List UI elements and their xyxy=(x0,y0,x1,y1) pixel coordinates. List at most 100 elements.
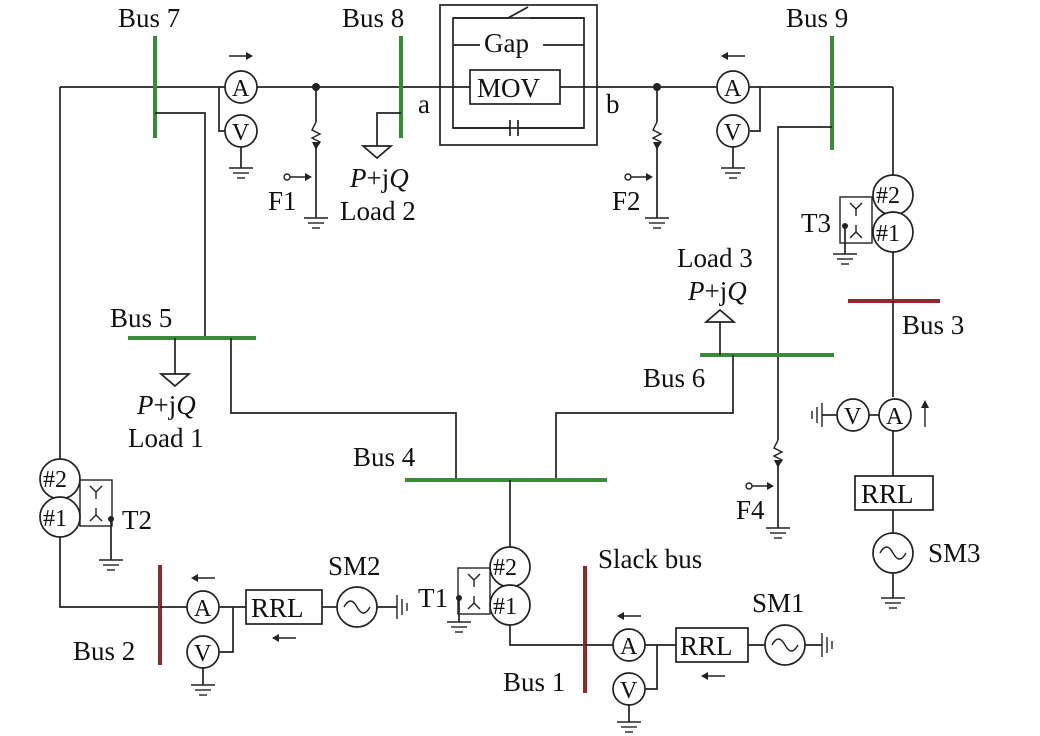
bus-3-label: Bus 3 xyxy=(902,310,964,340)
gap-label: Gap xyxy=(484,28,529,58)
bus1-voltmeter: V xyxy=(612,672,646,706)
sm3-ground-icon xyxy=(880,597,906,609)
sm3-rrl-label: RRL xyxy=(861,479,914,509)
bus-9-label: Bus 9 xyxy=(786,3,848,33)
bus3-voltmeter-ground-icon xyxy=(811,402,823,428)
sm3-generator-icon xyxy=(872,532,914,574)
bus7-ammeter: A xyxy=(224,70,258,104)
bus7-voltmeter-ground-icon xyxy=(228,167,254,179)
svg-text:A: A xyxy=(620,634,638,660)
bus-1-label: Bus 1 xyxy=(503,667,565,697)
t3-wye-low-icon xyxy=(849,224,863,239)
bus3-ammeter: A xyxy=(878,398,912,432)
load-2-label: Load 2 xyxy=(340,196,416,226)
bus-4-label: Bus 4 xyxy=(353,442,416,472)
bus3-voltmeter: V xyxy=(836,398,870,432)
t1-label: T1 xyxy=(418,583,448,613)
series-compensator: Gap MOV xyxy=(439,4,598,146)
t3-ground-icon xyxy=(832,253,858,265)
svg-text:A: A xyxy=(232,76,250,102)
node-b-label: b xyxy=(606,89,620,119)
bus1-ammeter: A xyxy=(612,628,646,662)
f2-switch-icon xyxy=(624,173,632,181)
sm1-label: SM1 xyxy=(752,588,805,618)
sm2-ground-icon xyxy=(396,594,408,620)
f4-label: F4 xyxy=(736,495,765,525)
bus1-voltmeter-ground-icon xyxy=(616,721,642,733)
bus1-current-arrow xyxy=(616,611,642,621)
bus-5-label: Bus 5 xyxy=(110,303,172,333)
bus-2-label: Bus 2 xyxy=(73,636,135,666)
bus-7-label: Bus 7 xyxy=(118,3,180,33)
t3-wye-icon xyxy=(849,202,863,217)
load-2-arrow-icon xyxy=(360,145,394,160)
load-3-label: Load 3 xyxy=(677,243,753,273)
bus2-voltmeter-ground-icon xyxy=(190,684,216,696)
t1-wye-low-icon xyxy=(467,595,481,610)
bus9-ammeter: A xyxy=(716,70,750,104)
bus2-current-arrow xyxy=(190,573,216,583)
sm1-ground-icon xyxy=(821,632,833,658)
t2-wye-icon xyxy=(89,485,103,500)
bus7-voltmeter: V xyxy=(224,114,258,148)
sm1-generator-icon xyxy=(764,624,806,666)
svg-text:#2: #2 xyxy=(493,555,517,581)
f1-ground-icon xyxy=(303,217,329,229)
svg-text:#1: #1 xyxy=(493,594,517,620)
sm1-rrl-label: RRL xyxy=(680,631,733,661)
svg-text:V: V xyxy=(844,404,862,430)
svg-text:#2: #2 xyxy=(876,183,900,209)
f4-switch-icon xyxy=(745,482,753,490)
load-1-arrow-icon xyxy=(158,373,192,388)
f2-ground-icon xyxy=(644,217,670,229)
t1-transformer: #2 #1 xyxy=(489,546,531,626)
f2-label: F2 xyxy=(612,186,641,216)
node-a-label: a xyxy=(418,89,430,119)
t2-transformer: #2 #1 xyxy=(39,458,81,538)
svg-text:A: A xyxy=(194,596,212,622)
load-3-pq: P+jQ xyxy=(687,276,747,306)
slack-bus-label: Slack bus xyxy=(598,544,702,574)
sm3-rrl-box xyxy=(854,475,934,511)
load-2-pq: P+jQ xyxy=(349,163,409,193)
bus9-current-arrow xyxy=(720,51,746,61)
bus7-current-arrow xyxy=(228,51,254,61)
bus-8-label: Bus 8 xyxy=(342,3,404,33)
load-3-arrow-icon xyxy=(703,308,737,323)
bus9-voltmeter-ground-icon xyxy=(720,167,746,179)
sm2-label: SM2 xyxy=(328,551,381,581)
f1-switch-icon xyxy=(283,173,291,181)
t2-wye-low-icon xyxy=(89,507,103,522)
svg-text:V: V xyxy=(194,641,212,667)
bus3-current-arrow xyxy=(921,400,929,408)
sm2-generator-icon xyxy=(336,586,378,628)
svg-text:V: V xyxy=(724,120,742,146)
bus2-ammeter: A xyxy=(186,590,220,624)
sm2-rrl-label: RRL xyxy=(251,593,304,623)
t3-transformer: #2 #1 xyxy=(872,174,914,253)
svg-text:#2: #2 xyxy=(43,467,67,493)
load-1-pq: P+jQ xyxy=(136,390,196,420)
f4-ground-icon xyxy=(765,527,791,539)
svg-text:#1: #1 xyxy=(43,506,67,532)
svg-text:#1: #1 xyxy=(876,221,900,247)
svg-text:A: A xyxy=(886,404,904,430)
f1-label: F1 xyxy=(268,186,297,216)
load-1-label: Load 1 xyxy=(128,423,204,453)
mov-label: MOV xyxy=(477,73,541,103)
t3-label: T3 xyxy=(801,208,831,238)
svg-text:V: V xyxy=(620,678,638,704)
sm1-rrl-box xyxy=(675,627,749,663)
svg-text:A: A xyxy=(724,76,742,102)
t1-ground-icon xyxy=(446,621,472,633)
mov-box xyxy=(469,69,561,105)
bus2-voltmeter: V xyxy=(186,635,220,669)
bus-6-label: Bus 6 xyxy=(643,363,705,393)
sm2-current-arrow xyxy=(271,633,297,643)
sm3-label: SM3 xyxy=(928,538,981,568)
t1-wye-icon xyxy=(467,573,481,588)
sm1-current-arrow xyxy=(700,671,726,681)
t2-label: T2 xyxy=(122,505,152,535)
t2-ground-icon xyxy=(98,559,124,571)
